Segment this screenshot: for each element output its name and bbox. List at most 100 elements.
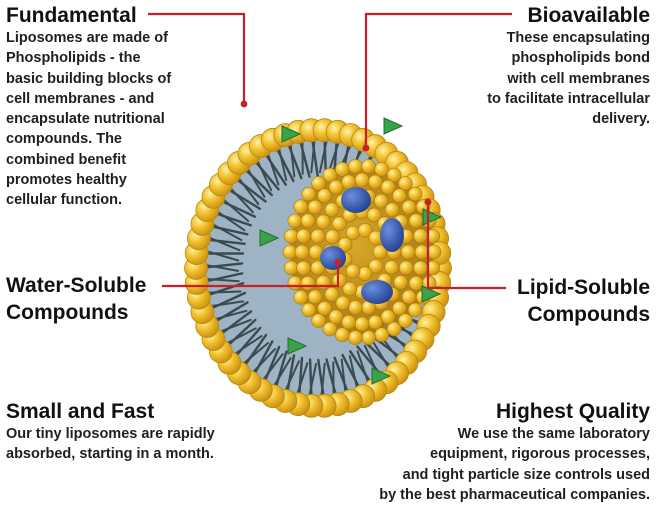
inner-lipid-head: [413, 228, 428, 244]
inner-lipid-head: [307, 289, 323, 305]
inner-lipid-head: [386, 321, 402, 337]
inner-lipid-head: [300, 213, 316, 229]
lipid-soluble-molecule: [421, 285, 442, 303]
water-soluble-molecule: [341, 187, 371, 213]
highest-quality-line: by the best pharmaceutical companies.: [379, 486, 650, 503]
lipid-soluble-molecule: [287, 337, 308, 355]
inner-lipid-head: [322, 321, 338, 337]
bioavailable-line: to facilitate intracellular: [487, 90, 650, 107]
inner-lipid-head: [328, 309, 344, 325]
water-soluble-molecules: [320, 187, 404, 304]
inner-lipid-head: [357, 223, 373, 238]
fundamental-leader: [148, 12, 246, 104]
highest-quality-text: We use the same laboratory equipment, ri…: [350, 424, 650, 505]
highest-quality-title: Highest Quality: [495, 400, 650, 423]
lipid-soluble-molecule: [383, 117, 404, 135]
inner-lipid-head: [407, 302, 423, 318]
bioavailable-text: These encapsulating phospholipids bond w…: [430, 28, 650, 129]
inner-lipid-head: [324, 202, 340, 217]
inner-lipid-head: [373, 193, 389, 209]
small-fast-text: Our tiny liposomes are rapidly absorbed,…: [6, 424, 266, 465]
inner-lipid-head: [398, 176, 413, 191]
water-soluble-leader-dot: [334, 258, 342, 266]
inner-lipid-head: [316, 214, 331, 230]
inner-lipid-head: [307, 199, 323, 215]
inner-lipid-head: [317, 300, 332, 316]
inner-lipid-head: [300, 275, 316, 291]
inner-lipid-head: [400, 244, 416, 260]
leader-lines: [148, 12, 512, 290]
fundamental-line: cell membranes - and: [6, 90, 155, 107]
inner-lipid-head: [392, 188, 407, 204]
highest-quality-line: equipment, rigorous processes,: [430, 446, 650, 463]
inner-lipid-head: [311, 313, 326, 328]
inner-lipid-head: [337, 237, 353, 252]
inner-lipid-head: [380, 179, 396, 195]
fundamental-line: encapsulate nutritional: [6, 111, 165, 128]
inner-lipid-head: [380, 309, 396, 325]
inner-lipid-head: [294, 244, 310, 260]
inner-lipid-head: [341, 174, 356, 190]
inner-lipid-head: [348, 330, 363, 345]
inner-lipid-head: [361, 159, 376, 174]
bioavailable-title: Bioavailable: [527, 4, 650, 27]
inner-lipid-head: [322, 167, 338, 183]
fundamental-line: Phospholipids - the: [6, 50, 141, 67]
inner-lipid-head: [372, 244, 388, 260]
fundamental-title: Fundamental: [6, 4, 137, 27]
inner-lipid-heads: [282, 159, 442, 345]
inner-lipid-head: [301, 186, 317, 202]
water-soluble-line: Compounds: [6, 301, 129, 324]
inner-lipid-head: [368, 314, 383, 330]
inner-lipid-head: [342, 281, 358, 297]
fundamental-text: Liposomes are made of Phospholipids - th…: [6, 28, 206, 211]
inner-lipid-head: [325, 229, 340, 244]
fundamental-line: basic building blocks of: [6, 70, 172, 87]
fundamental-line: cellular function.: [6, 192, 123, 209]
inner-lipid-head: [407, 186, 423, 202]
inner-lipid-head: [317, 188, 332, 204]
inner-lipid-head: [357, 266, 373, 281]
water-soluble-molecule: [320, 246, 346, 270]
inner-lipid-head: [287, 213, 303, 229]
inner-lipid-head: [334, 161, 350, 177]
highest-quality-line: We use the same laboratory: [457, 426, 650, 442]
lipid-soluble-molecule: [281, 125, 302, 143]
lipid-soluble-leader: [426, 202, 506, 290]
inner-lipid-head: [348, 300, 363, 315]
inner-lipid-head: [310, 228, 326, 244]
inner-lipid-head: [332, 216, 347, 232]
bioavailable-leader-dot: [362, 144, 370, 152]
inner-lipid-head: [354, 316, 370, 332]
inner-lipid-head: [293, 289, 309, 305]
inner-lipid-head: [310, 260, 326, 276]
bioavailable-line: These encapsulating: [506, 30, 650, 46]
inner-lipid-head: [287, 275, 303, 291]
inner-lipid-head: [345, 263, 361, 279]
inner-lipid-head: [368, 258, 384, 274]
inner-lipid-head: [361, 330, 376, 345]
inner-lipid-head: [386, 167, 402, 183]
inner-lipid-head: [296, 260, 311, 276]
inner-lipid-head: [332, 272, 347, 288]
inner-lipid-head: [408, 213, 424, 229]
water-soluble-title: Water-Soluble Compounds: [6, 272, 146, 326]
inner-lipid-head: [311, 176, 326, 191]
inner-lipid-head: [283, 228, 299, 244]
lipid-soluble-line: Compounds: [527, 303, 650, 326]
inner-lipid-head: [401, 199, 417, 215]
fundamental-line: combined benefit: [6, 151, 127, 168]
inner-lipid-head: [354, 172, 370, 188]
inner-lipid-head: [374, 327, 390, 343]
water-soluble-line: Water-Soluble: [6, 274, 147, 297]
lipid-soluble-leader-dot: [424, 198, 432, 206]
bioavailable-line: with cell membranes: [507, 70, 650, 87]
inner-lipid-head: [366, 207, 382, 223]
water-soluble-leader: [162, 262, 340, 288]
lipid-soluble-line: Lipid-Soluble: [517, 276, 650, 299]
inner-lipid-head: [348, 159, 363, 174]
inner-lipid-head: [408, 275, 424, 291]
highest-quality-line: and tight particle size controls used: [402, 466, 650, 483]
inner-lipid-head: [334, 327, 350, 343]
